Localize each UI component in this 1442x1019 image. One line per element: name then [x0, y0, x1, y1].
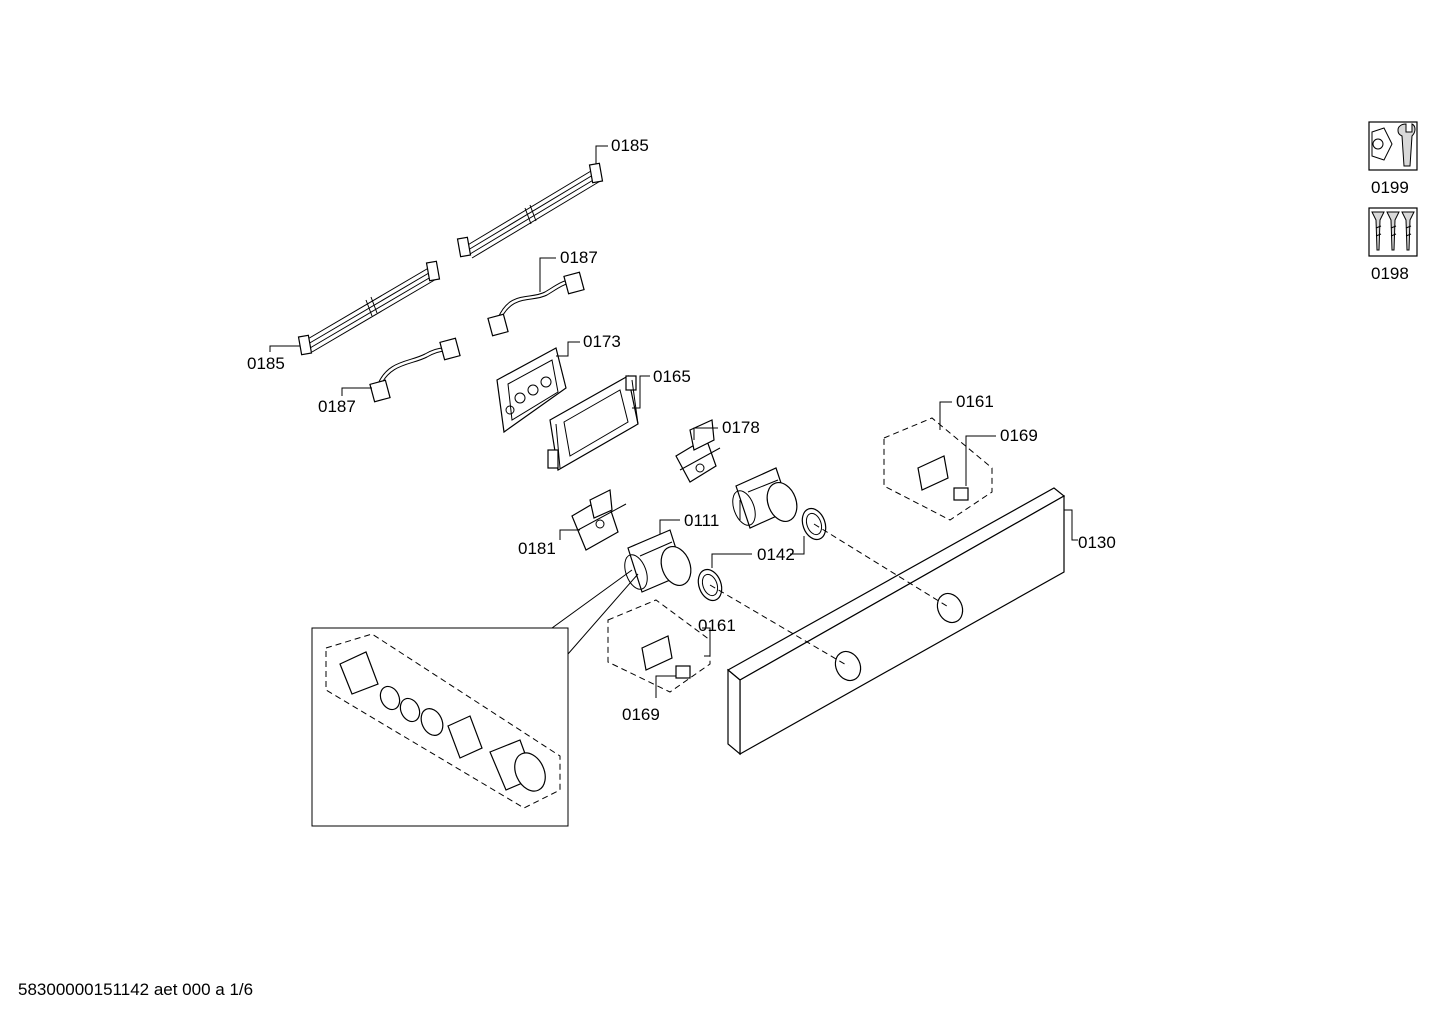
cable-upper[interactable]: [487, 271, 585, 337]
control-module[interactable]: [496, 347, 567, 434]
switch-bracket-lower[interactable]: [571, 489, 627, 551]
label-0161-right: 0161: [956, 392, 994, 411]
label-0199: 0199: [1371, 178, 1409, 197]
switch-bracket-upper[interactable]: [675, 419, 721, 483]
label-0165: 0165: [653, 367, 691, 386]
label-0181: 0181: [518, 539, 556, 558]
wrench-nut-icon[interactable]: [1368, 121, 1418, 171]
module-group-lower[interactable]: [607, 599, 711, 693]
wiring-harness-top[interactable]: [456, 162, 604, 259]
detail-inset: [311, 569, 639, 827]
label-0111: 0111: [684, 511, 719, 530]
label-0130: 0130: [1078, 533, 1116, 552]
label-0169-lower: 0169: [622, 705, 660, 724]
label-0169-right: 0169: [1000, 426, 1038, 445]
label-0198: 0198: [1371, 264, 1409, 283]
cable-lower[interactable]: [369, 337, 461, 403]
label-0187-top: 0187: [560, 248, 598, 267]
label-0185-left: 0185: [247, 354, 285, 373]
document-id: 58300000151142 aet 000 a 1/6: [18, 980, 254, 999]
selector-knob-lower[interactable]: [620, 529, 696, 593]
wiring-harness-left[interactable]: [297, 260, 441, 356]
label-0173: 0173: [583, 332, 621, 351]
label-0142: 0142: [757, 545, 795, 564]
label-0161-lower: 0161: [698, 616, 736, 635]
label-0185-top: 0185: [611, 136, 649, 155]
label-0187-left: 0187: [318, 397, 356, 416]
bracket-frame[interactable]: [547, 375, 639, 471]
selector-knob-upper[interactable]: [728, 467, 802, 529]
screws-icon[interactable]: [1368, 207, 1418, 257]
control-panel-fascia[interactable]: [726, 487, 1066, 756]
label-0178: 0178: [722, 418, 760, 437]
module-group-right[interactable]: [883, 417, 993, 521]
